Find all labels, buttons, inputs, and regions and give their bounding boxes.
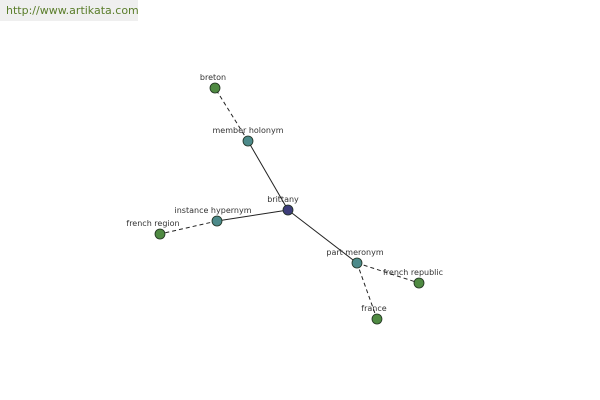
- node-dot-member-holonym[interactable]: [242, 135, 254, 147]
- edge-brittany-to-member-holonym: [247, 140, 289, 211]
- edge-part-meronym-to-french-republic: [356, 262, 420, 284]
- node-label-french-republic[interactable]: french republic: [383, 268, 443, 277]
- node-label-brittany[interactable]: brittany: [267, 195, 299, 204]
- node-dot-part-meronym[interactable]: [351, 257, 363, 269]
- edges-layer: [159, 87, 420, 320]
- node-label-instance-hypernym[interactable]: instance hypernym: [175, 206, 252, 215]
- node-member-holonym[interactable]: member holonym: [212, 126, 284, 147]
- node-label-part-meronym[interactable]: part meronym: [326, 248, 383, 257]
- url-text[interactable]: http://www.artikata.com: [6, 4, 139, 17]
- node-dot-breton[interactable]: [209, 82, 221, 94]
- edge-brittany-to-instance-hypernym: [216, 209, 289, 222]
- edge-instance-hypernym-to-french-region: [159, 220, 218, 235]
- edge-brittany-to-part-meronym: [287, 209, 358, 264]
- node-label-member-holonym[interactable]: member holonym: [212, 126, 283, 135]
- node-label-breton[interactable]: breton: [200, 73, 226, 82]
- node-part-meronym[interactable]: part meronym: [326, 248, 384, 269]
- node-dot-french-republic[interactable]: [413, 277, 425, 289]
- node-dot-instance-hypernym[interactable]: [211, 215, 223, 227]
- node-dot-france[interactable]: [371, 313, 383, 325]
- nodes-layer: brittany member holonym instance hypernym p…: [126, 73, 443, 325]
- node-instance-hypernym[interactable]: instance hypernym: [175, 206, 252, 227]
- edge-member-holonym-to-breton: [214, 87, 249, 142]
- node-label-france[interactable]: france: [361, 304, 386, 313]
- url-banner: http://www.artikata.com: [0, 0, 139, 21]
- node-dot-french-region[interactable]: [154, 228, 166, 240]
- node-french-republic[interactable]: french republic: [383, 268, 443, 289]
- node-brittany[interactable]: brittany: [267, 195, 299, 216]
- node-france[interactable]: france: [361, 304, 387, 325]
- edge-part-meronym-to-france: [356, 262, 378, 320]
- node-dot-brittany[interactable]: [282, 204, 294, 216]
- node-breton[interactable]: breton: [200, 73, 226, 94]
- node-label-french-region[interactable]: french region: [126, 219, 179, 228]
- node-french-region[interactable]: french region: [126, 219, 180, 240]
